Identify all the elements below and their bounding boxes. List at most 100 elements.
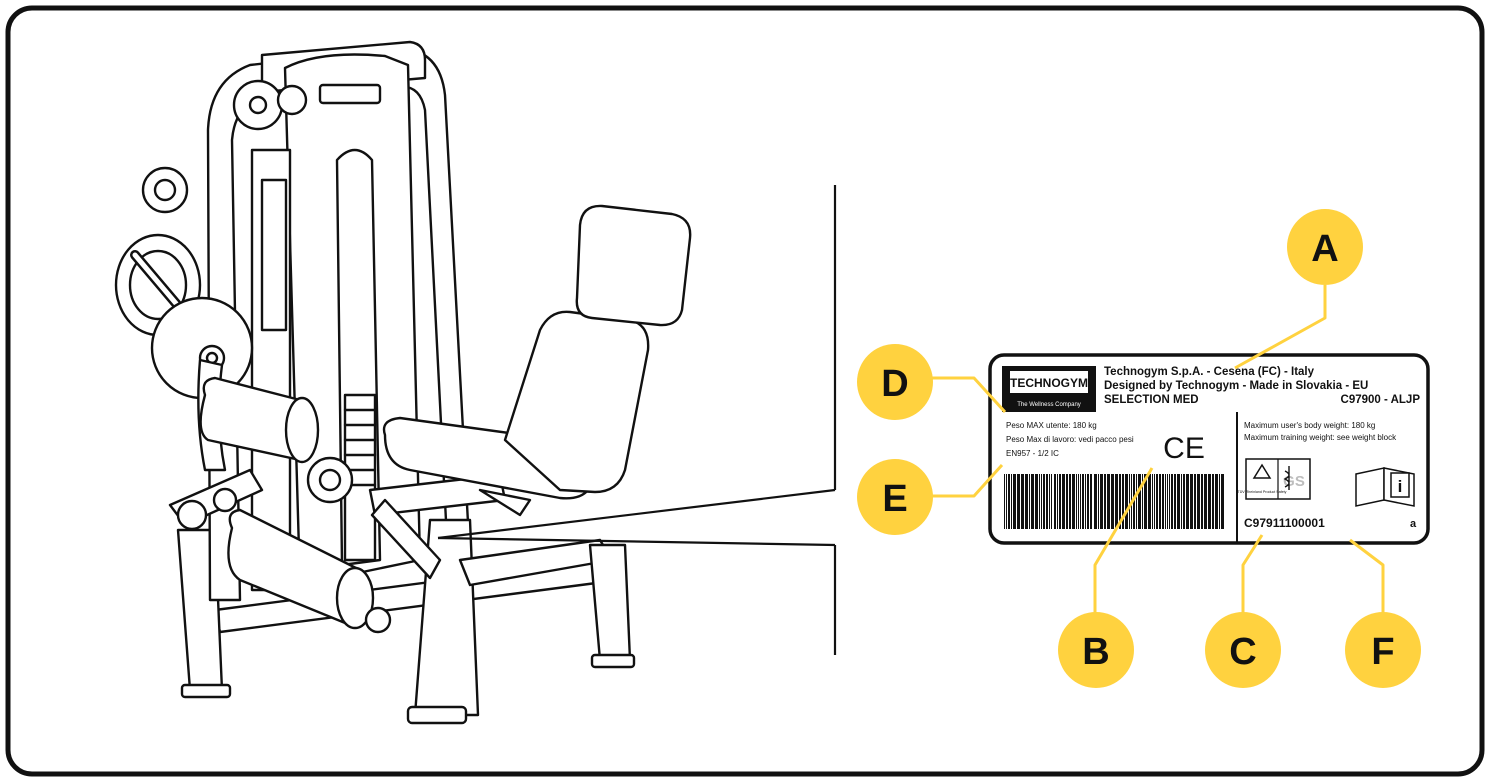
- barcode-bar: [1006, 474, 1007, 529]
- barcode-bar: [1078, 474, 1079, 529]
- barcode-bar: [1119, 474, 1121, 529]
- barcode-bar: [1174, 474, 1176, 529]
- logo-tagline: The Wellness Company: [1017, 402, 1081, 408]
- barcode-bar: [1162, 474, 1164, 529]
- callout-f: F: [1345, 612, 1421, 688]
- barcode-bar: [1197, 474, 1200, 529]
- callout-b: B: [1058, 612, 1134, 688]
- barcode-bar: [1221, 474, 1224, 529]
- barcode-bar: [1190, 474, 1193, 529]
- logo-text: TECHNOGYM: [1010, 376, 1088, 390]
- tuv-text: TÜV Rheinland Product Safety: [1238, 490, 1287, 494]
- barcode-bar: [1076, 474, 1077, 529]
- revision-letter: a: [1410, 518, 1417, 530]
- barcode-bar: [1031, 474, 1034, 529]
- barcode-bar: [1177, 474, 1180, 529]
- barcode-bar: [1183, 474, 1185, 529]
- technogym-logo: TECHNOGYM The Wellness Company: [1002, 366, 1096, 412]
- serial-number: C97911100001: [1244, 516, 1325, 530]
- barcode-bar: [1098, 474, 1099, 529]
- barcode-bar: [1054, 474, 1056, 529]
- callout-f-letter: F: [1371, 631, 1394, 673]
- barcode-bar: [1104, 474, 1106, 529]
- callout-c-letter: C: [1229, 631, 1256, 673]
- barcode-bar: [1090, 474, 1092, 529]
- peso-lavoro-text: Peso Max di lavoro: vedi pacco pesi: [1006, 435, 1134, 444]
- barcode-bar: [1122, 474, 1124, 529]
- barcode-bar: [1204, 474, 1207, 529]
- barcode-bar: [1148, 474, 1151, 529]
- barcode-bar: [1159, 474, 1161, 529]
- barcode-bar: [1154, 474, 1155, 529]
- callout-e-letter: E: [882, 478, 907, 520]
- barcode-bar: [1059, 474, 1061, 529]
- barcode-bar: [1008, 474, 1010, 529]
- callout-a: A: [1287, 209, 1363, 285]
- callout-a-letter: A: [1311, 228, 1338, 270]
- callout-d-letter: D: [881, 363, 908, 405]
- barcode-bar: [1057, 474, 1058, 529]
- barcode-bar: [1087, 474, 1089, 529]
- barcode-bar: [1136, 474, 1137, 529]
- barcode-bar: [1144, 474, 1147, 529]
- barcode-bar: [1138, 474, 1141, 529]
- barcode-bar: [1208, 474, 1211, 529]
- barcode-bar: [1181, 474, 1182, 529]
- barcode-bar: [1017, 474, 1020, 529]
- company-line: Technogym S.p.A. - Cesena (FC) - Italy: [1104, 366, 1315, 378]
- barcode-bar: [1125, 474, 1128, 529]
- barcode-bar: [1021, 474, 1024, 529]
- designed-line: Designed by Technogym - Made in Slovakia…: [1104, 380, 1368, 392]
- barcode-bar: [1111, 474, 1114, 529]
- barcode-bar: [1035, 474, 1038, 529]
- barcode-bar: [1043, 474, 1045, 529]
- label-border: [988, 353, 1430, 545]
- barcode-bar: [1013, 474, 1016, 529]
- standard-text: EN957 - 1/2 IC: [1006, 449, 1059, 458]
- ce-mark: CE: [1163, 432, 1205, 465]
- barcode-bar: [1156, 474, 1158, 529]
- barcode-bar: [1080, 474, 1081, 529]
- product-label: TECHNOGYM The Wellness Company Technogym…: [988, 353, 1430, 545]
- barcode-bar: [1107, 474, 1110, 529]
- barcode-bar: [1072, 474, 1075, 529]
- barcode-bar: [1219, 474, 1220, 529]
- barcode-bar: [1094, 474, 1097, 529]
- callout-leader-lines: [930, 285, 1385, 618]
- barcode-bar: [1011, 474, 1012, 529]
- info-glyph: i: [1398, 477, 1403, 496]
- zoom-leader-lines: [437, 185, 837, 655]
- barcode-bar: [1085, 474, 1086, 529]
- barcode-bar: [1169, 474, 1170, 529]
- barcode-bar: [1215, 474, 1218, 529]
- barcode-bar: [1004, 474, 1005, 529]
- product-name: SELECTION MED: [1104, 394, 1199, 406]
- barcode-bar: [1066, 474, 1068, 529]
- barcode-bar: [1069, 474, 1071, 529]
- barcode-bar: [1025, 474, 1028, 529]
- barcode-bar: [1082, 474, 1084, 529]
- tuv-triangle-icon: [1252, 463, 1272, 479]
- barcode: [1004, 474, 1224, 529]
- barcode-bar: [1049, 474, 1050, 529]
- barcode-bar: [1152, 474, 1153, 529]
- callout-b-letter: B: [1082, 631, 1109, 673]
- gs-mark: GS: [1283, 473, 1305, 490]
- callout-c: C: [1205, 612, 1281, 688]
- barcode-bar: [1129, 474, 1130, 529]
- barcode-bar: [1051, 474, 1052, 529]
- barcode-bar: [1194, 474, 1196, 529]
- barcode-bar: [1186, 474, 1189, 529]
- barcode-bar: [1046, 474, 1048, 529]
- barcode-bar: [1165, 474, 1166, 529]
- max-user-weight-text: Maximum user's body weight: 180 kg: [1244, 421, 1375, 430]
- barcode-bar: [1029, 474, 1030, 529]
- barcode-bar: [1142, 474, 1143, 529]
- barcode-bar: [1167, 474, 1168, 529]
- tuv-gs-certification-mark: TÜV Rheinland Product Safety GS: [1238, 458, 1311, 500]
- leg-extension-machine-illustration: [114, 40, 692, 725]
- peso-utente-text: Peso MAX utente: 180 kg: [1006, 421, 1097, 430]
- model-code: C97900 - ALJP: [1341, 394, 1421, 406]
- barcode-bar: [1039, 474, 1040, 529]
